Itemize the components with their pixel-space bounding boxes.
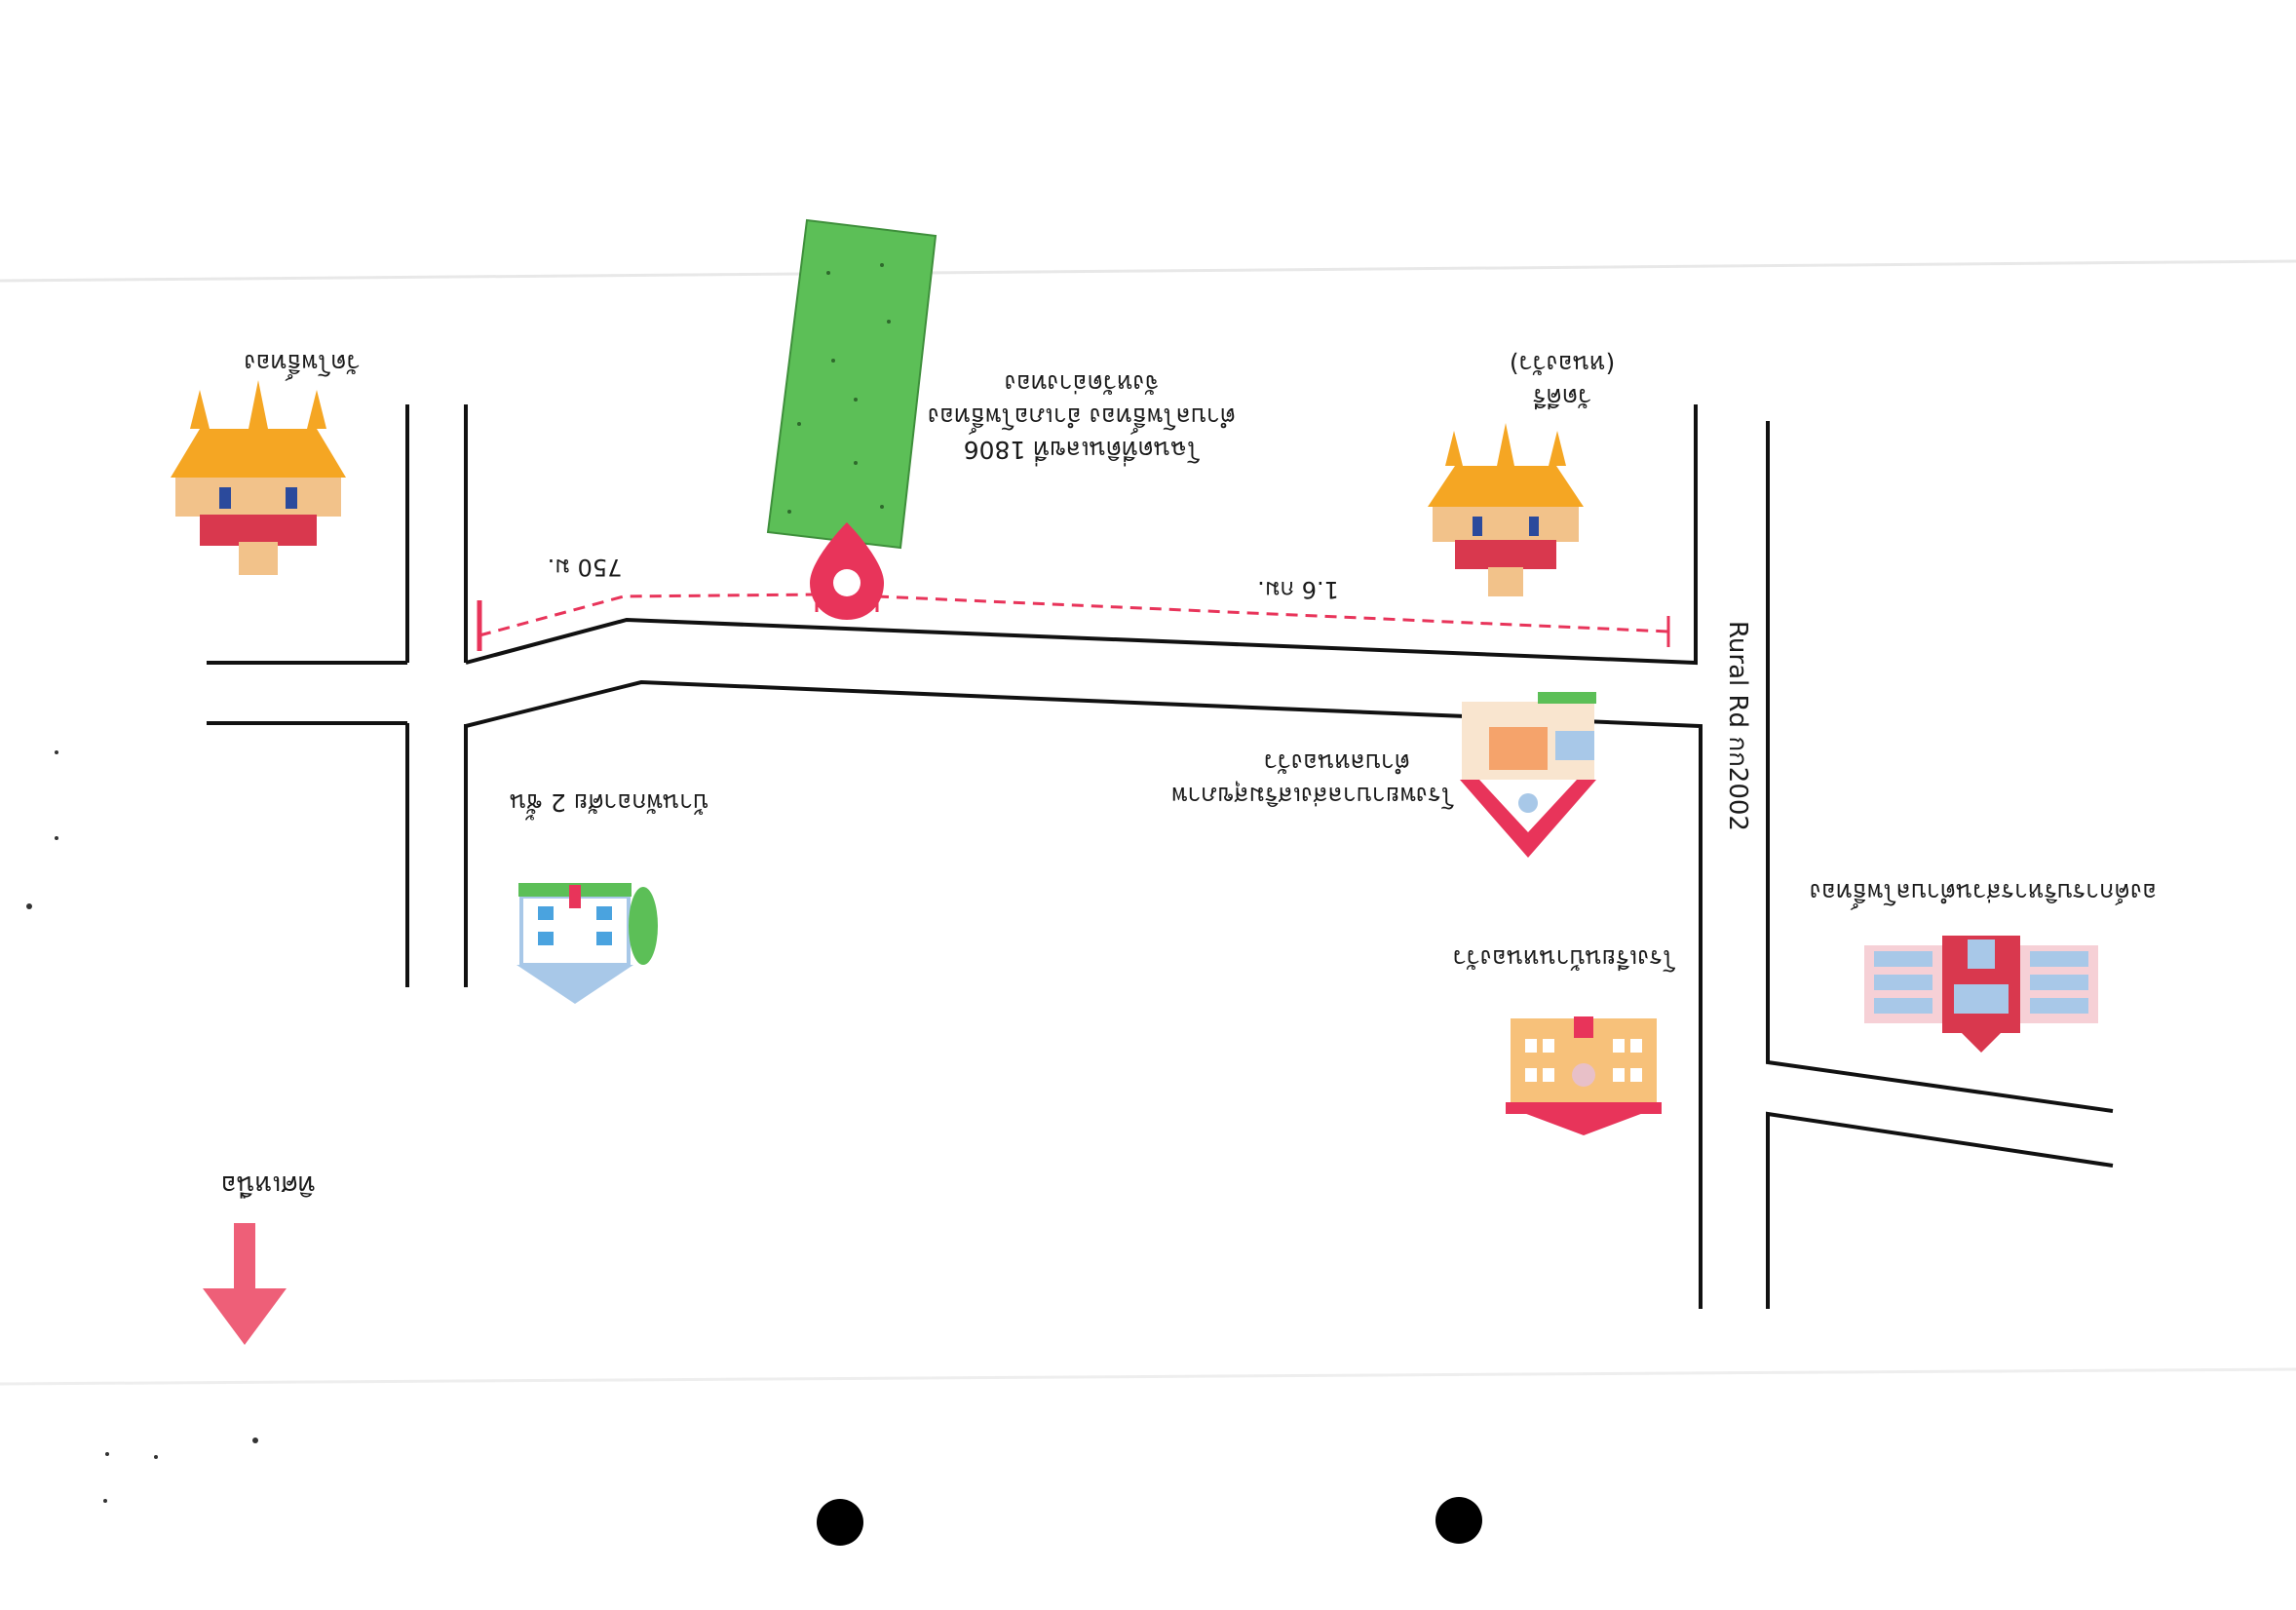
- distance-right-label: 1.6 กม.: [1257, 576, 1339, 603]
- target-line-1: โฉนดที่ดินเลขที่ 1806: [963, 436, 1201, 464]
- binder-hole-left: [817, 1499, 863, 1546]
- location-pin-icon: [810, 522, 884, 620]
- house-label: บ้านพักอาศัย 2 ชั้น: [509, 788, 709, 817]
- target-line-2: ตำบลโพธิ์ทอง อำเภอโพธิ์ทอง: [927, 402, 1237, 431]
- road-name-label: Rural Rd กก2002: [1723, 621, 1752, 831]
- road-right-lower-edge: [1766, 1111, 2114, 1309]
- land-plot: [766, 218, 938, 550]
- distance-line-left: [478, 593, 818, 637]
- house-icon: [517, 883, 658, 1004]
- temple-right-icon: [1428, 423, 1584, 596]
- binder-hole-right: [1435, 1497, 1482, 1544]
- scan-line-top: [0, 259, 2296, 283]
- school-label: โรงเรียนบ้านหนองวัว: [1452, 944, 1676, 973]
- office-building-icon: [1864, 936, 2098, 1053]
- north-arrow-icon: [203, 1223, 287, 1345]
- distance-line-right: [876, 594, 1669, 633]
- target-plot-label: โฉนดที่ดินเลขที่ 1806 ตำบลโพธิ์ทอง อำเภอ…: [906, 366, 1257, 466]
- north-label: ทิศเหนือ: [220, 1169, 316, 1200]
- office-label: องค์การบริหารส่วนตำบลโพธิ์ทอง: [1809, 878, 2158, 906]
- health-center-label: โรงพยาบาลส่งเสริมสุขภาพ ตำบลหนองวัว: [1171, 748, 1454, 810]
- road-main-upper-edge: [465, 404, 1698, 666]
- temple-left-label: วัดโพธิ์ทอง: [244, 349, 361, 377]
- road-main-lower-edge: [465, 679, 1703, 1309]
- health-center-icon: [1460, 692, 1596, 858]
- school-icon: [1506, 1016, 1662, 1135]
- scan-specks: [26, 750, 258, 1503]
- road-network: [207, 404, 2114, 1309]
- scan-line-bottom: [0, 1367, 2296, 1386]
- target-line-3: จังหวัดอ่างทอง: [1004, 369, 1160, 398]
- temple-left-icon: [171, 380, 346, 575]
- temple-right-label: วัดคีรี (หนองวัว): [1509, 350, 1616, 411]
- distance-left-label: 750 ม.: [547, 554, 623, 581]
- road-right-upper-edge: [1766, 421, 2114, 1113]
